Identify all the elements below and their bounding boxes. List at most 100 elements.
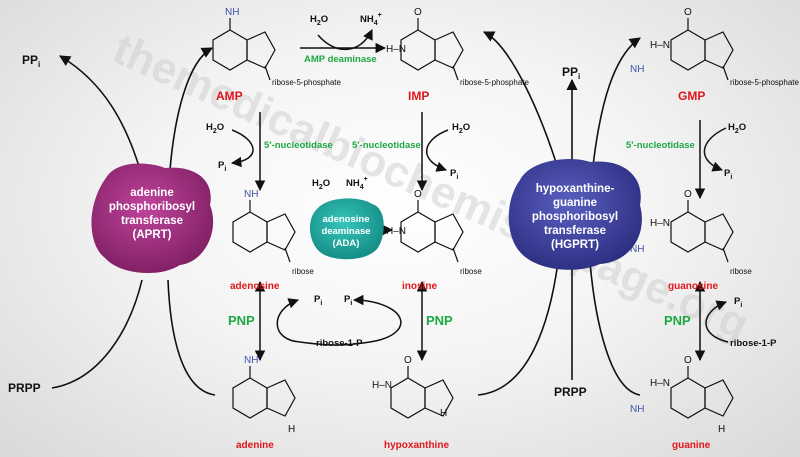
svg-text:H–N: H–N xyxy=(650,218,670,229)
reagent-labels: H2O NH4+ H2O Pi H2O Pi H2O Pi H2O NH4+ P… xyxy=(8,12,777,399)
nh4-label-2: NH4+ xyxy=(346,176,368,191)
svg-text:H–N: H–N xyxy=(372,380,392,391)
svg-text:H: H xyxy=(440,408,447,419)
svg-text:O: O xyxy=(684,7,692,18)
gmp-structure xyxy=(670,29,734,71)
h2o-label: H2O xyxy=(310,14,328,27)
hypoxanthine-label: hypoxanthine xyxy=(384,440,449,451)
atom-labels: NH O O NH O O NH O O H–N H–N NH H–N H–N … xyxy=(225,7,725,435)
svg-text:H–N: H–N xyxy=(650,378,670,389)
svg-text:O: O xyxy=(414,7,422,18)
svg-text:guanine: guanine xyxy=(553,197,597,209)
svg-text:H–N: H–N xyxy=(386,44,406,55)
svg-text:(HGPRT): (HGPRT) xyxy=(551,239,599,251)
h2o-label-2: H2O xyxy=(206,122,224,135)
enzyme-labels: AMP deaminase 5′-nucleotidase 5′-nucleot… xyxy=(228,54,695,328)
svg-text:phosphoribosyl: phosphoribosyl xyxy=(109,201,195,213)
pi-label-6: Pi xyxy=(734,296,742,309)
prpp-label-2: PRPP xyxy=(554,385,587,399)
nh4-label: NH4+ xyxy=(360,12,382,27)
svg-text:NH: NH xyxy=(630,244,644,255)
prpp-aprt-curve xyxy=(51,279,143,389)
purine-structures xyxy=(212,18,734,419)
svg-text:NH: NH xyxy=(244,189,258,200)
adenine-aprt-curve xyxy=(167,279,216,396)
ppi-label-1: PPi xyxy=(22,53,40,69)
svg-text:H–N: H–N xyxy=(386,226,406,237)
imp-structure xyxy=(400,29,464,71)
imp-ribose5p: ribose-5-phosphate xyxy=(460,78,529,87)
svg-text:NH: NH xyxy=(244,355,258,366)
svg-text:NH: NH xyxy=(630,404,644,415)
nucleotidase-label-1: 5′-nucleotidase xyxy=(264,140,333,151)
nucleotidase-label-2: 5′-nucleotidase xyxy=(352,140,421,151)
svg-text:(ADA): (ADA) xyxy=(333,238,360,249)
inosine-label: inosine xyxy=(402,281,437,292)
h2o-label-4: H2O xyxy=(728,122,746,135)
ppi-label-2: PPi xyxy=(562,65,580,81)
pnp-label-1: PNP xyxy=(228,313,255,328)
hypoxanthine-structure xyxy=(390,377,454,419)
pnp-label-2: PNP xyxy=(426,313,453,328)
adenine-label: adenine xyxy=(236,440,274,451)
imp-label: IMP xyxy=(408,89,429,103)
ribose1p-label-1: ribose-1-P xyxy=(316,338,363,349)
adenine-structure xyxy=(232,377,296,419)
pi-label-2: Pi xyxy=(450,168,458,181)
pi-label-1: Pi xyxy=(218,160,226,173)
guanine-label: guanine xyxy=(672,440,711,451)
ada-blob: adenosine deaminase (ADA) xyxy=(309,198,384,260)
amp-structure xyxy=(212,29,276,71)
adenosine-label: adenosine xyxy=(230,281,280,292)
amp-ribose5p: ribose-5-phosphate xyxy=(272,78,341,87)
hypoxanthine-hgprt-curve xyxy=(477,261,559,396)
svg-text:(APRT): (APRT) xyxy=(133,229,172,241)
amp-label: AMP xyxy=(216,89,243,103)
svg-text:transferase: transferase xyxy=(544,225,606,237)
amp-deaminase-label: AMP deaminase xyxy=(304,54,377,65)
pnp-label-3: PNP xyxy=(664,313,691,328)
svg-text:H: H xyxy=(718,424,725,435)
svg-text:O: O xyxy=(684,355,692,366)
compound-labels: AMP IMP GMP adenosine inosine guanosine … xyxy=(216,89,718,451)
aprt-blob: adenine phosphoribosyl transferase (APRT… xyxy=(91,163,214,274)
hgprt-blob: hypoxanthine- guanine phosphoribosyl tra… xyxy=(508,159,642,270)
hgprt-imp-curve xyxy=(482,31,561,176)
svg-text:O: O xyxy=(404,355,412,366)
inosine-structure xyxy=(400,211,464,253)
prpp-label-1: PRPP xyxy=(8,381,41,395)
ribose1p-label-2: ribose-1-P xyxy=(730,338,777,349)
nucleotidase-label-3: 5′-nucleotidase xyxy=(626,140,695,151)
guanine-hgprt-curve xyxy=(589,261,641,396)
h2o-label-5: H2O xyxy=(312,178,330,191)
hgprt-gmp-curve xyxy=(591,37,641,176)
svg-text:O: O xyxy=(684,189,692,200)
amp-nh2: NH xyxy=(225,7,239,18)
pi-label-5: Pi xyxy=(344,294,352,307)
svg-text:phosphoribosyl: phosphoribosyl xyxy=(532,211,618,223)
pi-label-3: Pi xyxy=(724,168,732,181)
inosine-ribose: ribose xyxy=(460,267,482,276)
ribose-labels: ribose-5-phosphate ribose-5-phosphate ri… xyxy=(272,78,799,276)
svg-text:hypoxanthine-: hypoxanthine- xyxy=(536,183,615,195)
h2o-label-3: H2O xyxy=(452,122,470,135)
guanosine-structure xyxy=(670,211,734,253)
guanosine-label: guanosine xyxy=(668,281,718,292)
svg-text:adenosine: adenosine xyxy=(323,214,370,225)
adenosine-ribose: ribose xyxy=(292,267,314,276)
svg-text:H: H xyxy=(288,424,295,435)
svg-text:deaminase: deaminase xyxy=(321,226,370,237)
pi-label-4: Pi xyxy=(314,294,322,307)
svg-text:NH: NH xyxy=(630,64,644,75)
gmp-label: GMP xyxy=(678,89,705,103)
svg-text:adenine: adenine xyxy=(130,187,173,199)
guanine-structure xyxy=(670,377,734,419)
gmp-ribose5p: ribose-5-phosphate xyxy=(730,78,799,87)
svg-text:O: O xyxy=(414,189,422,200)
svg-text:transferase: transferase xyxy=(121,215,183,227)
guanosine-ribose: ribose xyxy=(730,267,752,276)
adenosine-structure xyxy=(232,211,296,253)
svg-text:H–N: H–N xyxy=(650,40,670,51)
